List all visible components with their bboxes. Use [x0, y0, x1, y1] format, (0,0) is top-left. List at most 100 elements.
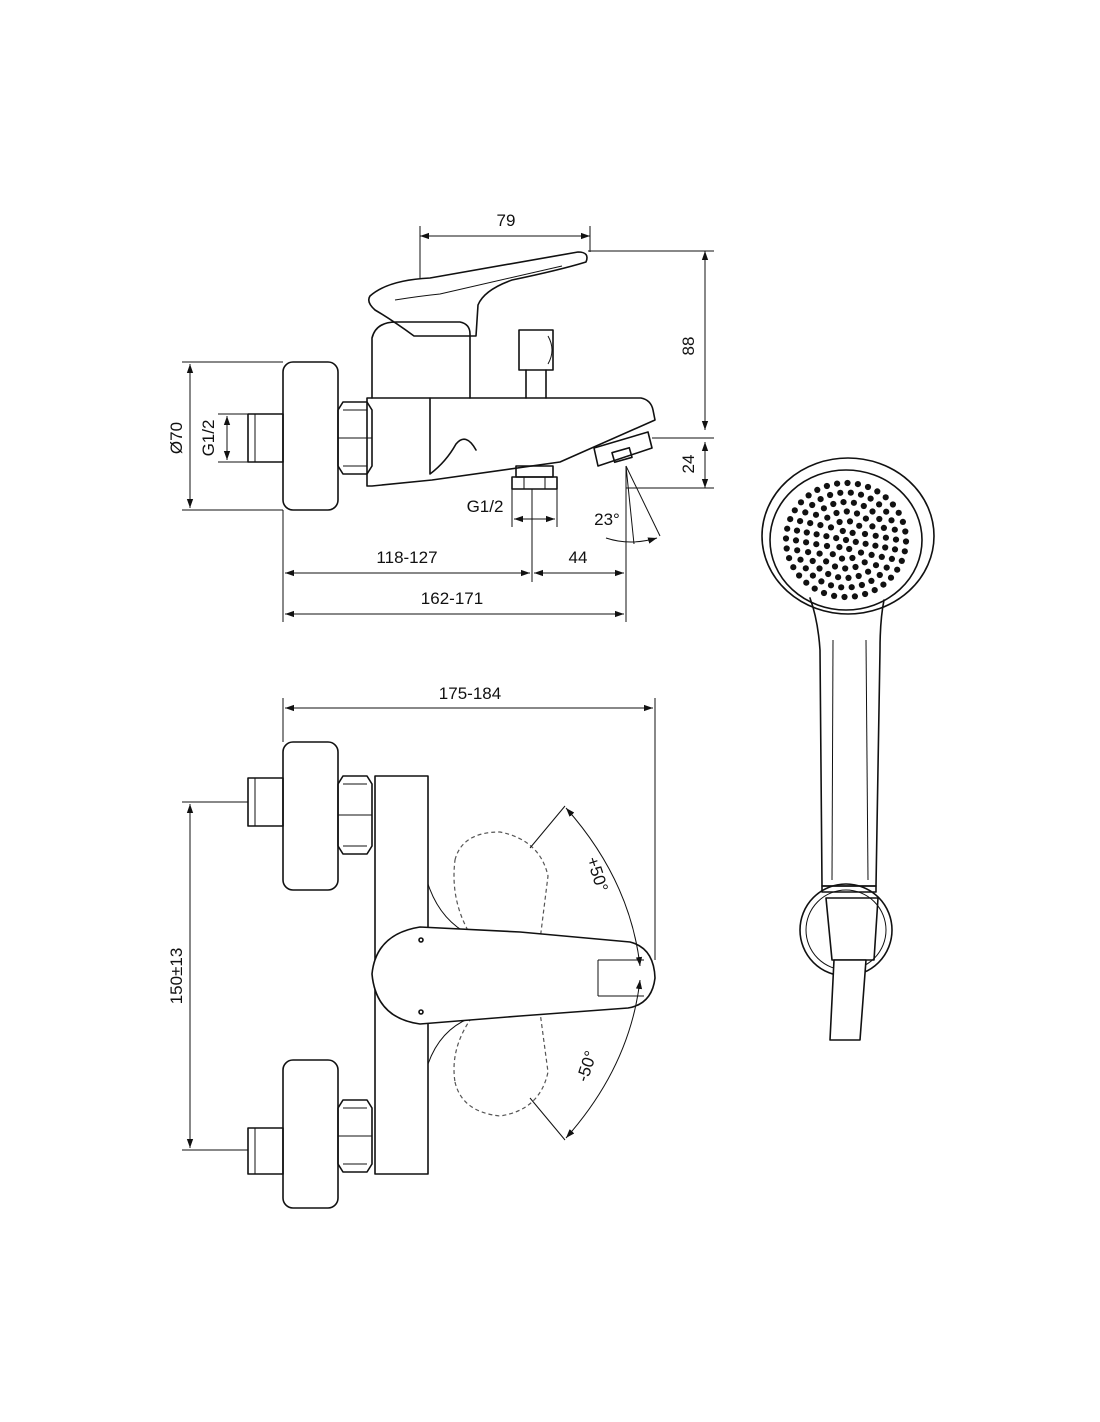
spray-hole [797, 556, 804, 563]
spray-hole [842, 536, 850, 544]
spray-hole [816, 550, 823, 557]
spray-hole [823, 558, 830, 565]
spray-hole [835, 574, 842, 581]
top-view: 175-184 [167, 684, 656, 1209]
spray-hole [876, 571, 883, 579]
spray-hole [836, 518, 843, 526]
bottom-outlet [511, 465, 558, 490]
side-view: 79 88 24 Ø70 G1/2 G1/2 23° [167, 211, 714, 622]
spray-hole [872, 532, 879, 539]
spray-hole [831, 563, 839, 570]
spray-hole [864, 483, 872, 491]
spray-hole [844, 479, 851, 487]
spray-hole [854, 481, 862, 488]
spray-hole [796, 572, 803, 579]
mixer-body-top [374, 775, 429, 1175]
spray-hole [809, 557, 816, 565]
spray-hole [782, 535, 790, 542]
spray-hole [872, 542, 879, 549]
spray-hole [892, 536, 900, 543]
spray-hole [867, 495, 874, 502]
spray-hole [857, 491, 865, 498]
angle-plus-50-label: +50° [583, 854, 612, 894]
spray-hole [878, 553, 885, 561]
hex-nut [337, 401, 373, 475]
spray-hole [855, 572, 862, 580]
dim-inlet-thread-label: G1/2 [199, 420, 218, 457]
spray-holes [782, 479, 910, 601]
spray-hole [827, 491, 834, 499]
spray-hole [834, 480, 841, 487]
spray-hole [880, 581, 887, 588]
spray-hole [790, 564, 797, 571]
spray-hole [811, 585, 818, 592]
spray-hole [786, 555, 793, 562]
spray-hole [858, 581, 866, 589]
spray-hole [853, 510, 861, 517]
spout-outlet [593, 431, 653, 467]
spray-hole [848, 584, 855, 591]
dim-162-171-label: 162-171 [421, 589, 483, 608]
dim-24-label: 24 [679, 455, 698, 474]
upper-hex-nut [337, 775, 373, 855]
spray-hole [836, 544, 843, 551]
spray-hole [851, 593, 859, 600]
dim-118-127-label: 118-127 [376, 548, 437, 567]
spray-hole [849, 554, 856, 562]
spray-hole [874, 488, 881, 495]
spray-hole [814, 486, 821, 493]
lever-handle [368, 251, 588, 337]
spray-hole [862, 540, 869, 547]
spray-hole [882, 534, 890, 541]
spray-hole [817, 496, 824, 503]
hose-stub [829, 959, 867, 1041]
spray-hole [816, 565, 823, 572]
spray-hole [802, 509, 809, 516]
angle-minus-50-label: -50° [573, 1048, 601, 1084]
spray-hole [783, 545, 790, 552]
dim-diameter-label: Ø70 [167, 422, 186, 454]
dim-88-label: 88 [679, 337, 698, 356]
spray-hole [827, 524, 835, 531]
inlet-connector [247, 413, 284, 463]
spray-hole [880, 524, 888, 532]
spray-hole [803, 539, 810, 546]
lower-hex-nut [337, 1099, 373, 1173]
lower-connector [247, 1127, 284, 1175]
diverter-knob [518, 329, 554, 371]
lower-rosette [282, 1059, 339, 1209]
spray-hole [869, 508, 876, 515]
spray-hole [830, 500, 837, 508]
spray-hole [868, 577, 875, 585]
spray-hole [888, 517, 895, 524]
spray-hole [807, 520, 814, 527]
dim-175-184-label: 175-184 [439, 684, 501, 703]
spray-hole [846, 518, 854, 525]
spray-hole [887, 574, 895, 581]
spray-hole [824, 514, 831, 521]
spray-hole [842, 565, 849, 572]
spray-hole [871, 587, 878, 594]
spray-hole [812, 511, 820, 518]
spray-hole [803, 529, 810, 536]
spray-hole [787, 516, 794, 523]
spray-hole [902, 528, 909, 535]
upper-connector [247, 777, 284, 827]
spray-hole [861, 559, 868, 566]
spray-hole [791, 507, 798, 514]
dim-44-label: 44 [569, 548, 588, 567]
lever-handle-top [371, 926, 656, 1025]
spray-hole [899, 518, 907, 526]
spray-hole [838, 584, 845, 591]
spray-hole [869, 523, 876, 530]
spray-hole [850, 499, 858, 506]
spray-hole [823, 542, 831, 550]
spray-hole [895, 509, 902, 516]
spray-hole [862, 515, 870, 522]
spray-hole [846, 545, 853, 553]
spray-hole [852, 538, 859, 546]
spray-hole [894, 566, 901, 573]
spray-hole [784, 525, 791, 532]
spray-hole [891, 546, 899, 553]
